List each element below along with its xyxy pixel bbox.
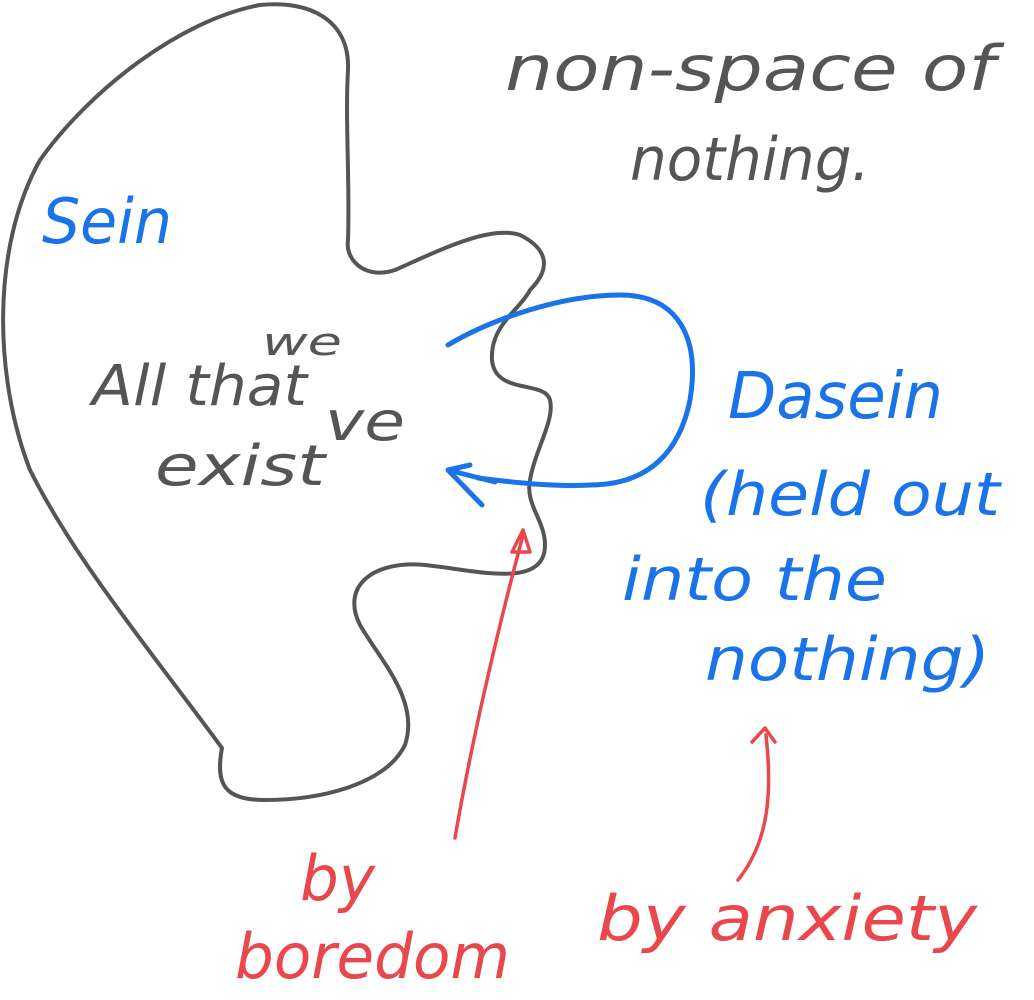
beings-label-line1: All that — [89, 354, 309, 419]
sein-label: Sein — [42, 185, 172, 258]
sein-blob-outline — [1, 2, 553, 802]
dasein-label-line2: (held out — [700, 460, 1003, 530]
dasein-label-line3: into the — [622, 545, 887, 615]
boredom-arrowhead-icon — [510, 528, 532, 554]
anxiety-arrowhead-icon — [750, 726, 777, 744]
boredom-label-line1: by — [300, 842, 376, 915]
nothing-label-line1: non-space of — [505, 32, 1005, 105]
anxiety-arrow — [736, 733, 771, 882]
dasein-arrowhead-icon — [445, 462, 498, 508]
nothing-label-line2: nothing. — [630, 125, 870, 195]
beings-label-line2: exist — [155, 434, 328, 499]
dasein-label-line1: Dasein — [728, 360, 943, 434]
boredom-arrow — [453, 533, 525, 840]
dasein-label-line4: nothing) — [705, 625, 990, 695]
boredom-label-line2: boredom — [235, 920, 510, 993]
dasein-loop-arrow — [445, 292, 695, 488]
anxiety-label: by anxiety — [597, 882, 979, 955]
beings-ve-label: ve — [325, 390, 405, 453]
beings-we-label: we — [262, 320, 342, 364]
